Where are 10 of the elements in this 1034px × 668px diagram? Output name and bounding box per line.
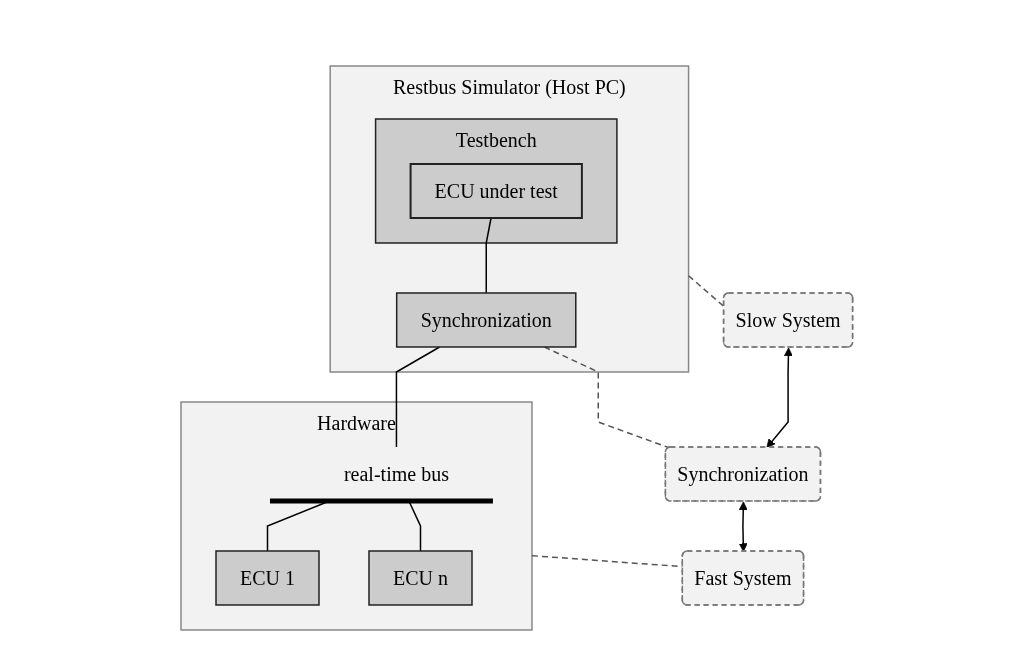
connector [395,346,441,448]
node-box: Synchronization [396,292,577,348]
connector [485,217,492,294]
node-box: ECU 1 [215,550,320,606]
arrow [766,347,793,448]
arrow [739,501,748,552]
node-text: real-time bus [344,462,450,485]
node-box: ECU under test [409,163,584,219]
connector [408,500,422,552]
node-box: ECU n [368,550,473,606]
